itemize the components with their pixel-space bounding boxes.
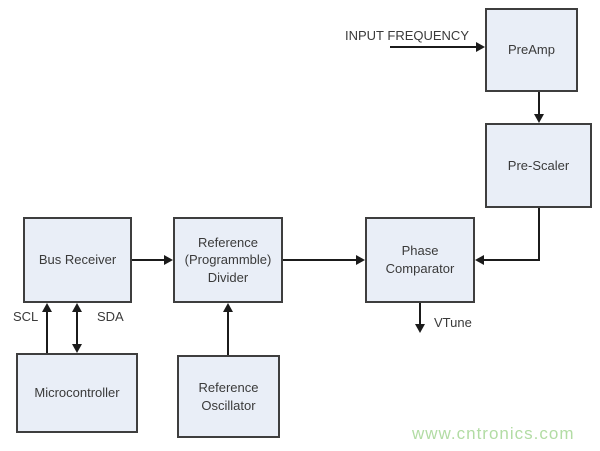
connector-line xyxy=(283,259,356,261)
input-frequency-label: INPUT FREQUENCY xyxy=(345,28,469,43)
arrowhead-right-icon xyxy=(356,255,365,265)
connector-line xyxy=(46,312,48,353)
arrowhead-right-icon xyxy=(476,42,485,52)
preamp-label: PreAmp xyxy=(508,42,555,58)
arrowhead-up-icon xyxy=(72,303,82,312)
reference-oscillator-label-line2: Oscillator xyxy=(201,397,256,413)
connector-line xyxy=(484,259,540,261)
reference-divider-label-line2: (Programmble) xyxy=(184,252,272,268)
connector-line xyxy=(538,208,540,261)
connector-line xyxy=(390,46,477,48)
microcontroller-label: Microcontroller xyxy=(34,385,120,401)
phase-comparator-block: Phase Comparator xyxy=(365,217,475,303)
arrowhead-left-icon xyxy=(475,255,484,265)
arrowhead-up-icon xyxy=(223,303,233,312)
connector-line xyxy=(132,259,164,261)
arrowhead-right-icon xyxy=(164,255,173,265)
arrowhead-down-icon xyxy=(534,114,544,123)
bus-receiver-block: Bus Receiver xyxy=(23,217,132,303)
connector-line xyxy=(227,312,229,355)
reference-divider-block: Reference (Programmble) Divider xyxy=(173,217,283,303)
prescaler-block: Pre-Scaler xyxy=(485,123,592,208)
connector-line xyxy=(419,303,421,325)
bus-receiver-label: Bus Receiver xyxy=(38,252,117,268)
phase-comparator-label-line2: Comparator xyxy=(385,261,455,276)
arrowhead-down-icon xyxy=(415,324,425,333)
arrowhead-up-icon xyxy=(42,303,52,312)
reference-divider-label-line1: Reference xyxy=(198,234,258,250)
reference-oscillator-block: Reference Oscillator xyxy=(177,355,280,438)
scl-label: SCL xyxy=(13,309,39,324)
vtune-label: VTune xyxy=(434,315,472,330)
reference-divider-label-line3: Divider xyxy=(207,269,249,285)
preamp-block: PreAmp xyxy=(485,8,578,92)
arrowhead-down-icon xyxy=(72,344,82,353)
connector-line xyxy=(538,92,540,115)
sda-label: SDA xyxy=(97,309,124,324)
microcontroller-block: Microcontroller xyxy=(16,353,138,433)
watermark-text: www.cntronics.com xyxy=(412,424,575,443)
phase-comparator-label-line1: Phase xyxy=(401,243,439,259)
prescaler-label: Pre-Scaler xyxy=(507,157,570,173)
connector-line xyxy=(76,312,78,344)
reference-oscillator-label-line1: Reference xyxy=(198,379,259,395)
